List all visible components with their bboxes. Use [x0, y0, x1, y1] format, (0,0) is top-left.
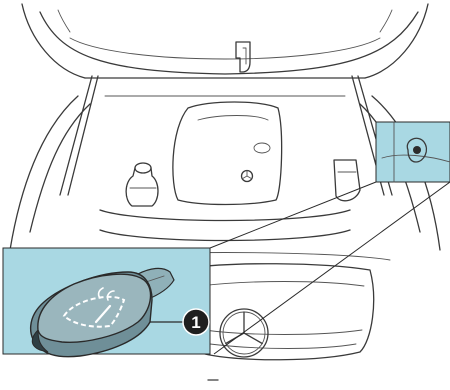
- callout-1-label: 1: [191, 313, 200, 332]
- callout-1: 1: [183, 309, 209, 335]
- front-grille: [190, 264, 374, 360]
- grille-star-emblem-icon: [220, 309, 268, 357]
- brake-fluid-reservoir: [334, 160, 360, 201]
- coolant-reservoir: [126, 163, 158, 206]
- zoom-pointer-lines: [210, 182, 450, 354]
- star-emblem-icon: [242, 171, 253, 182]
- hood-release-icon: [236, 42, 250, 72]
- hood-struts: [60, 76, 392, 195]
- washer-cap-inset: [3, 248, 210, 357]
- engine-cover: [173, 102, 282, 205]
- washer-location-highlight: [376, 122, 450, 182]
- open-hood: [22, 4, 428, 78]
